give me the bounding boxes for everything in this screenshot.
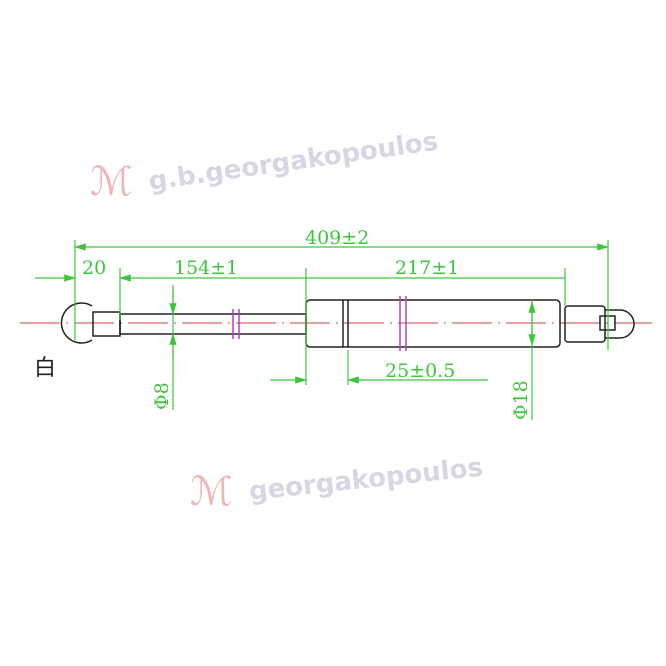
rod-length-label: 154±1 [174, 257, 238, 279]
rod-diameter-label: Φ8 [151, 382, 173, 410]
left-sleeve [92, 311, 121, 337]
dimension-lines [35, 240, 610, 420]
right-fitting [564, 305, 606, 343]
break-marks [232, 296, 407, 351]
watermark-logo: ℳ [90, 159, 133, 205]
piston-rod [119, 313, 307, 335]
watermark-text: georgakopoulos [248, 453, 485, 507]
body-diameter-label: Φ18 [510, 380, 532, 420]
left-ball-socket [60, 302, 93, 344]
groove-offset-label: 25±0.5 [385, 360, 455, 382]
side-mark: 白 [34, 356, 56, 381]
end-fitting-length-label: 20 [82, 257, 106, 279]
overall-length-label: 409±2 [305, 227, 369, 249]
right-ball-socket [605, 309, 635, 339]
watermark-text: g.b.georgakopoulos [147, 127, 440, 197]
body-length-label: 217±1 [395, 257, 459, 279]
watermark: g.b.georgakopoulos georgakopoulos ℳ ℳ [90, 127, 484, 515]
watermark-logo: ℳ [190, 469, 233, 515]
